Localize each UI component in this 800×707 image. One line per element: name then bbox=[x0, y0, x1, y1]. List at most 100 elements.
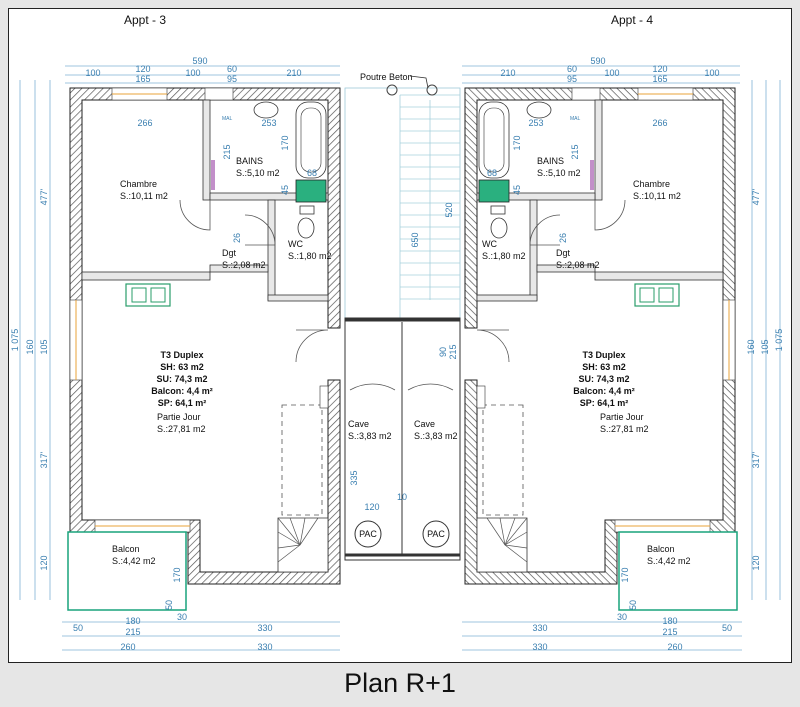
dim-right-side-5: 120 bbox=[751, 555, 761, 570]
dim-r-balc-170: 170 bbox=[620, 567, 630, 582]
dim-left-side-3: 105 bbox=[39, 339, 49, 354]
appt-4-bains-name: BAINS bbox=[537, 156, 564, 166]
dim-left-top-7: 95 bbox=[227, 74, 237, 84]
dim-left-side-2: 160 bbox=[25, 339, 35, 354]
dim-bl-215: 215 bbox=[125, 627, 140, 637]
dim-left-top-2: 120 bbox=[135, 64, 150, 74]
dim-l-45: 45 bbox=[280, 185, 290, 195]
dim-stair-215: 215 bbox=[448, 344, 458, 359]
dim-l-balc-50: 50 bbox=[164, 600, 174, 610]
appt-4-dgt-area: S.:2,08 m2 bbox=[556, 260, 600, 270]
appt-3-summary-1: T3 Duplex bbox=[160, 350, 203, 360]
appt-4-summary-1: T3 Duplex bbox=[582, 350, 625, 360]
dim-right-top-4: 120 bbox=[652, 64, 667, 74]
dim-br-330b: 330 bbox=[532, 642, 547, 652]
dim-right-top-7: 165 bbox=[652, 74, 667, 84]
dim-l-215: 215 bbox=[222, 144, 232, 159]
dim-left-top-6: 165 bbox=[135, 74, 150, 84]
dim-r-68: 68 bbox=[487, 168, 497, 178]
appt-4-chambre-name: Chambre bbox=[633, 179, 670, 189]
appt-3-plan bbox=[67, 87, 341, 611]
dim-br-180: 180 bbox=[662, 616, 677, 626]
dim-left-side-5: 120 bbox=[39, 555, 49, 570]
appt-3-chambre-name: Chambre bbox=[120, 179, 157, 189]
dim-r-balc-50: 50 bbox=[628, 600, 638, 610]
dim-l-253: 253 bbox=[261, 118, 276, 128]
dim-left-top-3: 100 bbox=[185, 68, 200, 78]
appt-3-summary-4: Balcon: 4,4 m² bbox=[151, 386, 213, 396]
dim-br-30: 30 bbox=[617, 612, 627, 622]
dim-l-26: 26 bbox=[232, 233, 242, 243]
dim-r-266: 266 bbox=[652, 118, 667, 128]
dim-left-side-6: 1 075 bbox=[10, 329, 20, 352]
dim-cave-335: 335 bbox=[349, 470, 359, 485]
appt-3-balcony-outline bbox=[67, 531, 187, 611]
dim-l-170: 170 bbox=[280, 135, 290, 150]
dim-l-mal: MAL bbox=[222, 116, 233, 122]
appt-4-balcon-area: S.:4,42 m2 bbox=[647, 556, 691, 566]
appt-3-bains-area: S.:5,10 m2 bbox=[236, 168, 280, 178]
center-stairwell bbox=[344, 84, 461, 561]
dim-right-top-6: 95 bbox=[567, 74, 577, 84]
pac-right-unit bbox=[422, 520, 450, 548]
appt-4-summary-4: Balcon: 4,4 m² bbox=[573, 386, 635, 396]
pac-left-unit bbox=[354, 520, 382, 548]
appt-4-dgt-name: Dgt bbox=[556, 248, 571, 258]
appt-3-exterior-walls bbox=[69, 87, 341, 585]
appt-4-balcon-name: Balcon bbox=[647, 544, 675, 554]
dim-left-overall: 590 bbox=[192, 56, 207, 66]
dim-r-170: 170 bbox=[512, 135, 522, 150]
appt-3-wc-area: S.:1,80 m2 bbox=[288, 251, 332, 261]
dim-br-215: 215 bbox=[662, 627, 677, 637]
appt-4-summary-5: SP: 64,1 m² bbox=[580, 398, 629, 408]
dim-left-side-4: 317' bbox=[39, 451, 49, 468]
top-dimension-lines bbox=[19, 65, 781, 651]
dim-r-253: 253 bbox=[528, 118, 543, 128]
dim-right-side-2: 160 bbox=[746, 339, 756, 354]
pac-left-label: PAC bbox=[359, 529, 377, 539]
appt-3-partie-jour-name: Partie Jour bbox=[157, 412, 201, 422]
cave-right-name: Cave bbox=[414, 419, 435, 429]
dim-left-top-1: 100 bbox=[85, 68, 100, 78]
dim-br-260: 260 bbox=[667, 642, 682, 652]
appt-4-chambre-area: S.:10,11 m2 bbox=[633, 191, 681, 201]
dim-right-overall: 590 bbox=[590, 56, 605, 66]
dim-cave-10: 10 bbox=[397, 492, 407, 502]
pac-right-label: PAC bbox=[427, 529, 445, 539]
appt-3-balcon-area: S.:4,42 m2 bbox=[112, 556, 156, 566]
appt-3-dgt-area: S.:2,08 m2 bbox=[222, 260, 266, 270]
appt-3-bains-name: BAINS bbox=[236, 156, 263, 166]
dim-bl-30: 30 bbox=[177, 612, 187, 622]
dim-r-26: 26 bbox=[558, 233, 568, 243]
appt-4-summary-2: SH: 63 m2 bbox=[582, 362, 626, 372]
cave-right-area: S.:3,83 m2 bbox=[414, 431, 458, 441]
cave-left-area: S.:3,83 m2 bbox=[348, 431, 392, 441]
dim-br-50: 50 bbox=[722, 623, 732, 633]
appt-4-title: Appt - 4 bbox=[611, 13, 653, 27]
appt-4-exterior-walls bbox=[464, 87, 736, 585]
appt-4-bains-area: S.:5,10 m2 bbox=[537, 168, 581, 178]
dim-bl-50: 50 bbox=[73, 623, 83, 633]
appt-3-summary-3: SU: 74,3 m2 bbox=[156, 374, 207, 384]
dim-l-68: 68 bbox=[307, 168, 317, 178]
appt-3-title: Appt - 3 bbox=[124, 13, 166, 27]
dim-stair-650: 650 bbox=[410, 232, 420, 247]
appt-4-wc-name: WC bbox=[482, 239, 497, 249]
dim-l-balc-170: 170 bbox=[172, 567, 182, 582]
dim-bl-330b: 330 bbox=[257, 642, 272, 652]
dim-r-215: 215 bbox=[570, 144, 580, 159]
dim-l-266: 266 bbox=[137, 118, 152, 128]
appt-3-balcon-name: Balcon bbox=[112, 544, 140, 554]
dim-right-top-5: 100 bbox=[704, 68, 719, 78]
plan-caption: Plan R+1 bbox=[344, 668, 456, 698]
dim-right-top-3: 100 bbox=[604, 68, 619, 78]
dim-left-top-4: 60 bbox=[227, 64, 237, 74]
dim-right-side-1: 477' bbox=[751, 188, 761, 205]
dim-right-side-4: 317' bbox=[751, 451, 761, 468]
poutre-beton-label: Poutre Beton bbox=[360, 72, 413, 82]
cave-left-name: Cave bbox=[348, 419, 369, 429]
appt-4-partie-jour-name: Partie Jour bbox=[600, 412, 644, 422]
dim-br-330a: 330 bbox=[532, 623, 547, 633]
appt-3-summary-2: SH: 63 m2 bbox=[160, 362, 204, 372]
